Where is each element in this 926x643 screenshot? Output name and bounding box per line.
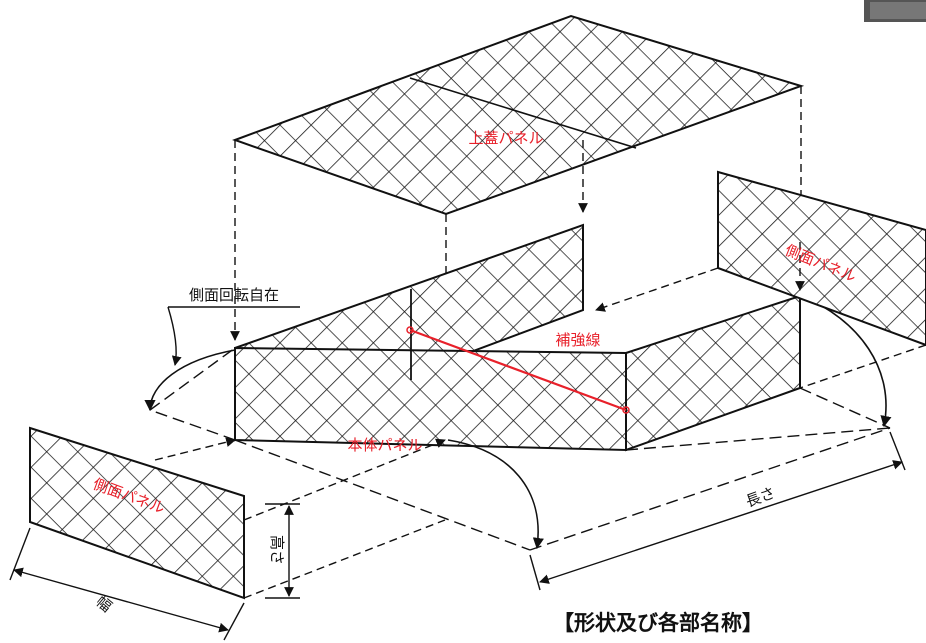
side-panel-right [717,170,926,347]
body-right-wall [625,294,801,452]
photo-corner-texture [870,2,926,19]
top-lid-panel [232,14,805,216]
side-rotation-leader [167,306,300,366]
label-body-panel: 本体パネル [347,436,422,454]
reinforcement-wire [409,328,627,412]
height-dimension [265,503,300,599]
label-side-rotation: 側面回転自在 [189,286,279,304]
side-panel-left [29,426,245,600]
wire-end-right [622,406,630,414]
length-dimension [529,431,906,591]
label-height: 高さ [268,535,286,565]
label-reinforcement-wire: 補強線 [555,331,600,349]
width-dimension [9,527,245,641]
label-width: 幅 [92,592,115,615]
body-front-wall [234,346,627,452]
caption: 【形状及び各部名称】 [553,611,763,635]
label-top-lid-panel: 上蓋パネル [468,129,543,147]
label-length: 長さ [743,484,777,511]
wire-end-left [406,326,414,334]
